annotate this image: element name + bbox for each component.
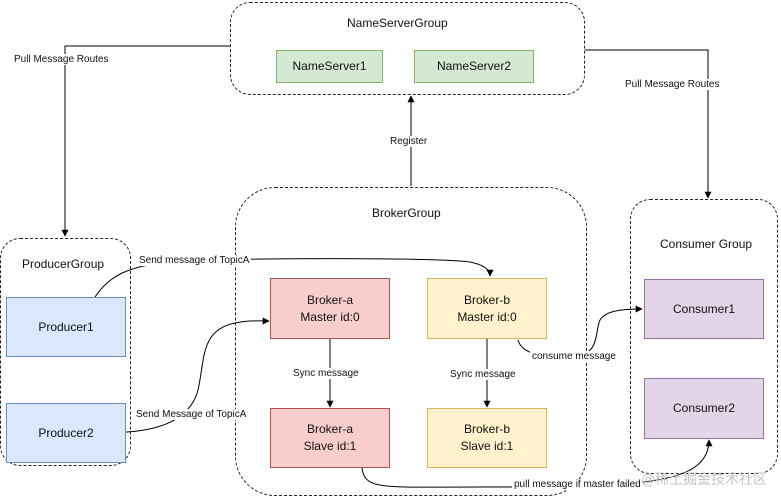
producer2-node: Producer2 [6,403,126,463]
label-sync-b: Sync message [448,369,518,380]
edge-send-topic-bottom [125,317,270,433]
producer-group-title: ProducerGroup [22,257,105,271]
label-register: Register [388,136,430,147]
broker-a-master-id: Master id:0 [300,309,360,324]
label-pull-if-failed: pull message if master failed [512,479,643,490]
broker-b-slave-node: Broker-b Slave id:1 [427,408,547,468]
broker-a-master-name: Broker-a [306,292,353,307]
edge-pull-routes-left [61,45,230,237]
label-pull-routes-right: Pull Message Routes [623,79,722,90]
consumer-group-title: Consumer Group [660,237,753,251]
broker-a-slave-id: Slave id:1 [303,439,357,453]
consumer2-label: Consumer2 [672,401,736,415]
broker-b-master-name: Broker-b [463,292,510,307]
consumer1-label: Consumer1 [672,301,736,316]
producer1-label: Producer1 [38,319,94,334]
broker-b-master-id: Master id:0 [457,309,517,324]
label-pull-routes-left: Pull Message Routes [12,54,111,65]
edge-pull-routes-right [585,49,712,199]
broker-b-master-node: Broker-b Master id:0 [427,278,547,339]
broker-a-master-node: Broker-a Master id:0 [270,278,390,339]
nameserver2-node: NameServer2 [414,50,534,83]
nameserver-group-title: NameServerGroup [347,16,448,30]
label-sync-a: Sync message [291,368,361,379]
broker-group [235,187,587,496]
broker-b-slave-name: Broker-b [463,422,510,436]
nameserver1-node: NameServer1 [276,50,383,83]
label-send-topic-top: Send message of TopicA [137,255,252,266]
edge-send-topic-top [94,258,494,298]
consumer1-node: Consumer1 [644,279,764,339]
watermark: @稀土掘金技术社区 [641,472,767,488]
producer2-label: Producer2 [38,425,94,440]
broker-a-slave-name: Broker-a [306,422,353,436]
broker-group-title: BrokerGroup [372,206,441,220]
nameserver2-label: NameServer2 [436,59,512,73]
nameserver-group [230,2,585,95]
consumer-group [630,199,778,474]
nameserver1-label: NameServer1 [292,59,367,73]
label-consume: consume message [530,351,618,362]
broker-a-slave-node: Broker-a Slave id:1 [270,408,390,468]
label-send-topic-bottom: Send Message of TopicA [134,409,249,420]
producer-group [0,238,131,466]
broker-b-slave-id: Slave id:1 [460,439,514,453]
consumer2-node: Consumer2 [644,378,764,439]
producer1-node: Producer1 [6,297,126,357]
